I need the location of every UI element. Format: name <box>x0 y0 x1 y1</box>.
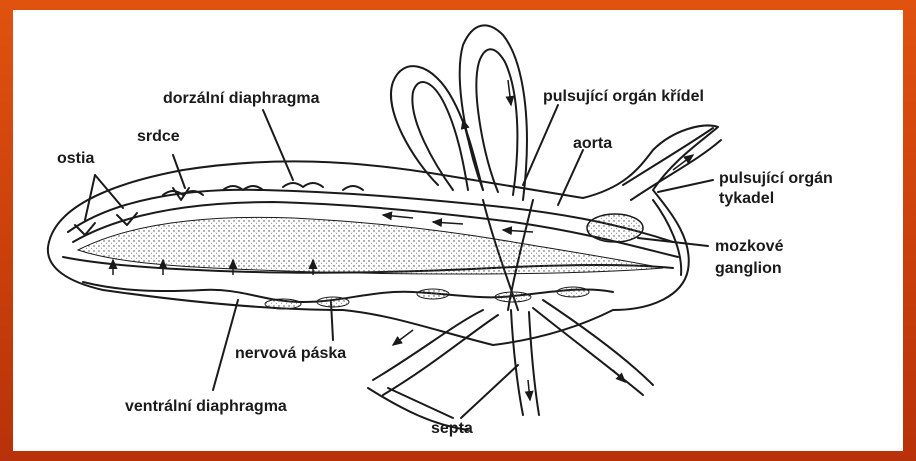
brain-ganglion <box>587 214 643 242</box>
label-septa: septa <box>431 420 473 438</box>
label-ostia: ostia <box>57 150 94 168</box>
wing-organ-loop-1 <box>391 66 483 190</box>
dorsal-diaphragm-pointer <box>263 110 293 180</box>
insect-circulation-diagram <box>13 10 903 451</box>
ostia-pointer-2 <box>95 175 123 208</box>
label-srdce: srdce <box>137 128 180 146</box>
label-wing-organ: pulsující orgán křídel <box>543 88 704 106</box>
nerve-cord-blobs <box>265 287 589 309</box>
nerve-cord-pointer <box>331 302 333 340</box>
septum-left-upper <box>373 310 483 380</box>
label-aorta: aorta <box>573 135 612 153</box>
septa-pointer-1 <box>388 388 453 418</box>
septa-pointer-2 <box>461 365 518 418</box>
gut-stipple <box>78 217 663 274</box>
brain-pointer <box>638 238 708 246</box>
label-antenna-organ-1: pulsující orgán <box>719 170 833 188</box>
antenna-organ-pointer <box>658 180 713 192</box>
label-ventral-diaphragm: ventrální diaphragma <box>125 398 287 416</box>
ventral-diaphragm-line <box>83 282 613 302</box>
label-brain-2: ganglion <box>715 260 782 278</box>
diagram-canvas: ostia srdce dorzální diaphragma pulsujíc… <box>13 10 903 451</box>
label-brain-1: mozkové <box>715 238 783 256</box>
septum-center <box>511 310 523 415</box>
label-nerve-cord: nervová páska <box>235 345 346 363</box>
wing-organ-pointer <box>523 105 558 185</box>
label-antenna-organ-2: tykadel <box>719 190 774 208</box>
label-dorsal-diaphragm: dorzální diaphragma <box>163 90 319 108</box>
